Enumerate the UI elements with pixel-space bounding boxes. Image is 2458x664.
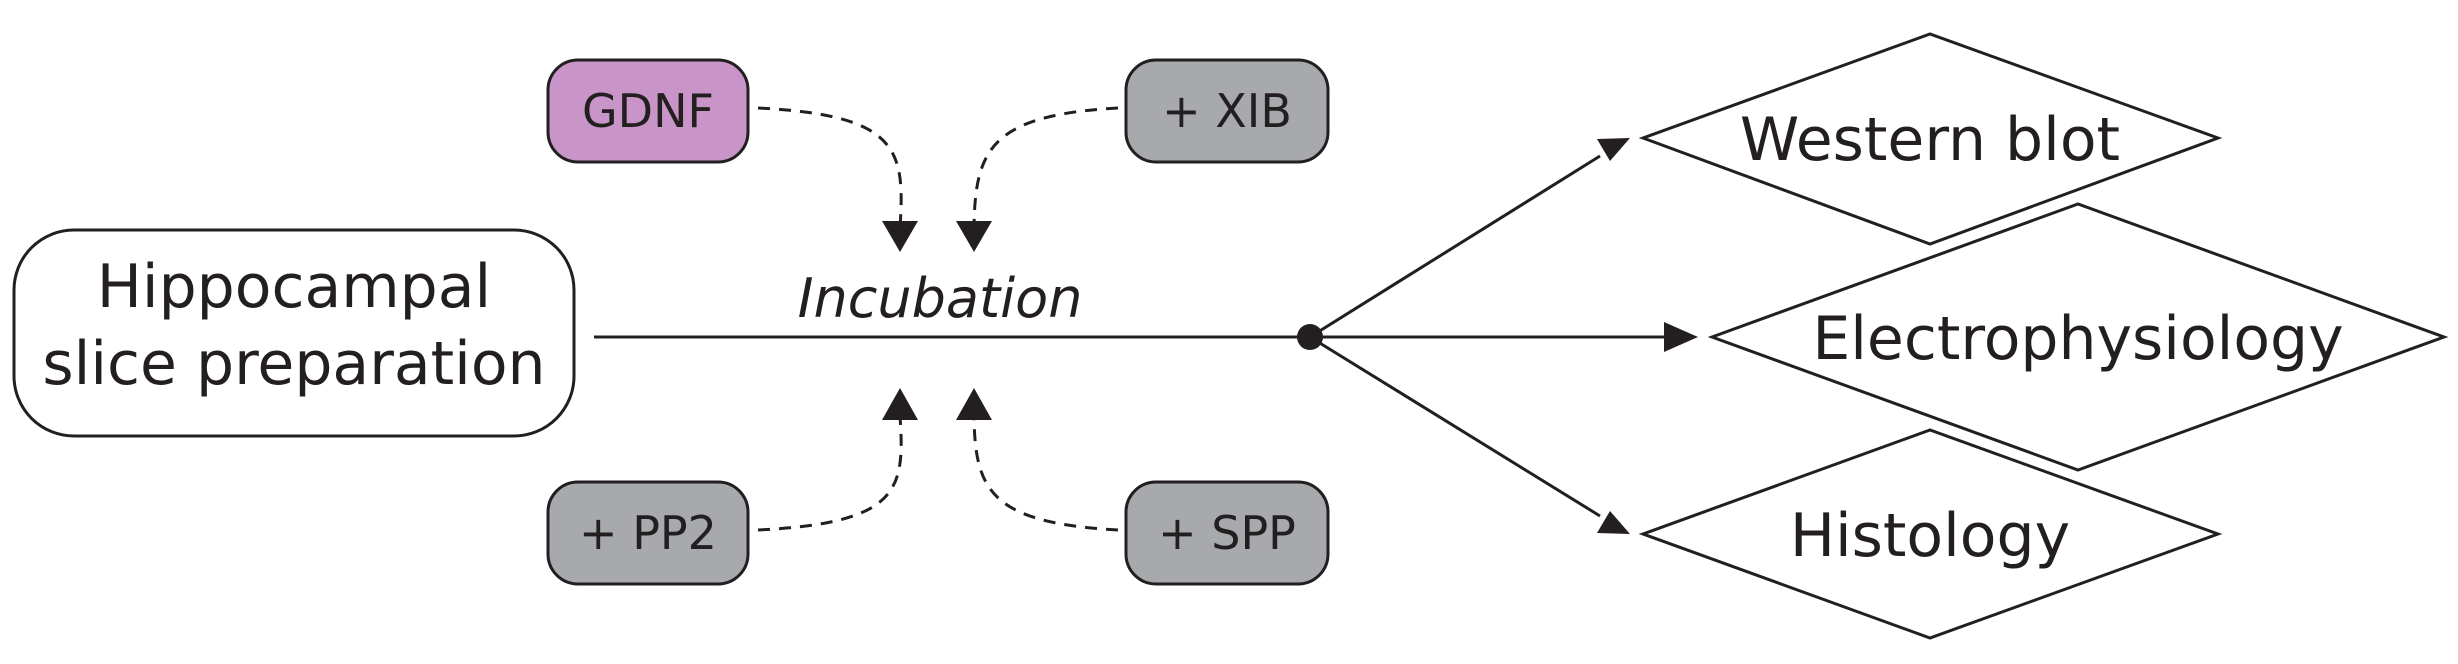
treatment-spp-box [1124, 480, 1330, 586]
arrow-to-western-blot [1309, 154, 1601, 339]
treatment-gdnf: GDNF [546, 58, 750, 164]
output-western-blot-label: Western blot [1740, 105, 2120, 175]
output-electrophysiology-shape [1707, 202, 2449, 472]
dashed-arrow-pp2 [757, 415, 903, 532]
arrowhead-western-blot [1597, 138, 1630, 161]
arrow-to-histology [1309, 335, 1601, 518]
output-histology-shape [1638, 428, 2223, 640]
output-electrophysiology: Electrophysiology [1707, 202, 2449, 472]
dashed-arrow-xib [972, 106, 1119, 229]
output-western-blot: Western blot [1638, 32, 2223, 246]
start-node-box [12, 228, 576, 438]
treatment-xib: + XIB [1124, 58, 1330, 164]
arrowhead-histology [1597, 511, 1630, 534]
treatment-xib-label: + XIB [1162, 84, 1292, 138]
arrowhead-xib [956, 221, 992, 252]
output-histology: Histology [1638, 428, 2223, 640]
arrowhead-pp2 [882, 388, 918, 420]
start-node-label-line2: slice preparation [42, 329, 545, 399]
start-node-label-line1: Hippocampal [97, 252, 491, 322]
treatment-pp2-box [546, 480, 750, 586]
treatment-gdnf-label: GDNF [582, 84, 714, 138]
treatment-spp-label: + SPP [1158, 506, 1296, 560]
treatment-pp2: + PP2 [546, 480, 750, 586]
output-western-blot-shape [1638, 32, 2223, 246]
start-node-slice-preparation: Hippocampal slice preparation [12, 228, 576, 438]
arrowhead-gdnf [882, 221, 918, 252]
arrowhead-electrophysiology [1664, 322, 1698, 352]
treatment-gdnf-box [546, 58, 750, 164]
dashed-arrow-spp [972, 415, 1119, 532]
treatment-spp: + SPP [1124, 480, 1330, 586]
arrowhead-spp [956, 388, 992, 420]
incubation-label: Incubation [798, 267, 1083, 330]
treatment-xib-box [1124, 58, 1330, 164]
output-electrophysiology-label: Electrophysiology [1812, 304, 2343, 374]
dashed-arrow-gdnf [757, 106, 903, 229]
output-histology-label: Histology [1790, 501, 2070, 571]
treatment-pp2-label: + PP2 [579, 506, 717, 560]
